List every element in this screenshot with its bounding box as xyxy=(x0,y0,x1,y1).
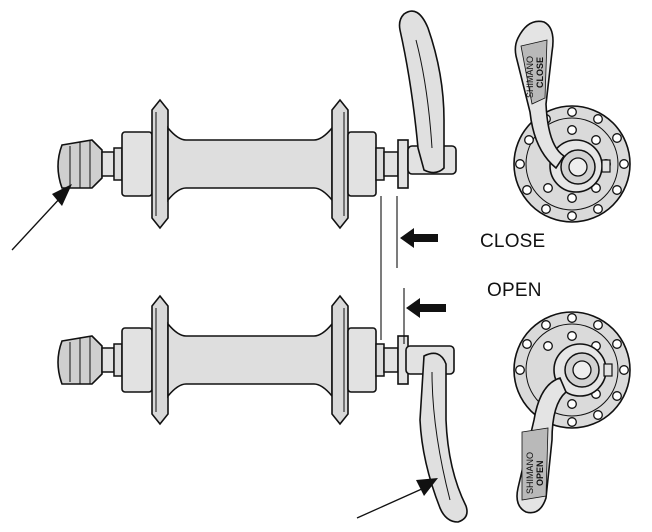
open-lever-pointer xyxy=(356,478,438,519)
clamp-gap-lines xyxy=(380,196,405,344)
closed-lever-brand-text: SHIMANO xyxy=(525,56,535,98)
bottom-hub xyxy=(57,295,455,425)
open-lever xyxy=(419,352,468,523)
top-hub xyxy=(57,99,457,229)
closed-lever xyxy=(398,10,445,174)
open-label: OPEN xyxy=(487,280,542,301)
open-arrow xyxy=(406,298,446,318)
close-label: CLOSE xyxy=(480,231,546,252)
end-view-closed: SHIMANO CLOSE xyxy=(513,20,631,223)
end-view-open: SHIMANO OPEN xyxy=(513,311,631,514)
open-lever-brand-text: SHIMANO xyxy=(525,452,535,494)
open-lever-state-text: OPEN xyxy=(535,460,545,486)
adjusting-nut-pointer xyxy=(11,184,72,251)
close-arrow xyxy=(400,228,438,248)
closed-lever-state-text: CLOSE xyxy=(535,57,545,88)
